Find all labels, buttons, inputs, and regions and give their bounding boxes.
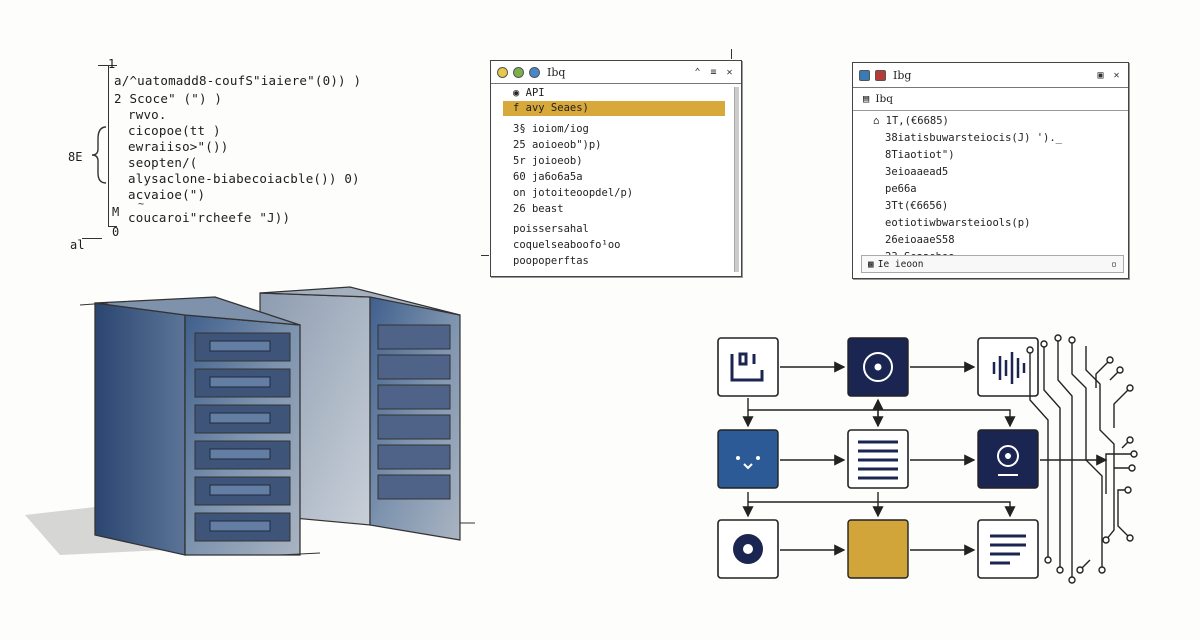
face-icon xyxy=(736,456,760,470)
sketch-line xyxy=(481,255,489,256)
flow-node-text[interactable] xyxy=(847,429,909,489)
window-restore-icon[interactable]: ▣ xyxy=(1097,69,1104,81)
log-line[interactable]: pe66a xyxy=(885,183,917,195)
selected-row-highlight[interactable] xyxy=(503,101,725,116)
code-left-label: 8E xyxy=(68,150,83,164)
target-icon xyxy=(863,352,893,382)
code-line: alysaclone-biabecoiacble()) 0) xyxy=(128,171,360,186)
flow-node-camera[interactable] xyxy=(977,429,1039,489)
list-item-selected[interactable]: f avy Seaes) xyxy=(513,102,589,114)
code-line: ~ xyxy=(138,199,145,210)
window-title: Ibq xyxy=(547,65,566,79)
api-icon: ◉ xyxy=(513,87,520,99)
camera-icon xyxy=(997,445,1019,476)
log-line[interactable]: ⌂ 1T,(€6685) xyxy=(873,115,949,127)
code-line: coucaroi"rcheefe "J)) xyxy=(128,210,291,225)
flow-node-image[interactable] xyxy=(717,337,779,397)
code-line: 2 Scoce" (") ) xyxy=(114,91,223,106)
list-item[interactable]: 60 ja6o6a5a xyxy=(513,171,583,183)
curly-brace-icon xyxy=(91,126,107,184)
sketch-line xyxy=(731,49,732,59)
code-line: cicopoe(tt ) xyxy=(128,123,221,138)
document-lines-icon xyxy=(990,534,1026,565)
window-titlebar[interactable]: Ibq ⌃ ≡ ✕ xyxy=(491,61,741,84)
flow-node-gold[interactable] xyxy=(847,519,909,579)
audio-wave-icon xyxy=(992,352,1026,384)
app-logo-icon xyxy=(859,69,870,81)
log-line[interactable]: 3eioaaead5 xyxy=(885,166,949,178)
window-close-icon[interactable]: ✕ xyxy=(1113,69,1120,81)
list-item[interactable]: on jotoiteoopdel/p) xyxy=(513,187,634,199)
log-line[interactable]: eotiotiwbwarsteiools(p) xyxy=(885,217,1031,229)
log-line[interactable]: 3Tt(€6656) xyxy=(885,200,949,212)
lock-icon: ⌂ xyxy=(873,115,880,127)
list-item[interactable]: 26 beast xyxy=(513,203,564,215)
window-close-icon[interactable]: ✕ xyxy=(726,66,733,78)
code-top-tick xyxy=(98,65,110,66)
log-line[interactable]: 26eioaaeS58 xyxy=(885,234,955,246)
code-line: a/^uatomadd8-coufS"iaiere"(0)) ) xyxy=(114,73,362,88)
window-titlebar[interactable]: Ibg ▣ ✕ xyxy=(853,63,1128,88)
image-icon xyxy=(730,352,764,382)
flow-node-target[interactable] xyxy=(847,337,909,397)
window-up-icon[interactable]: ⌃ xyxy=(694,66,701,78)
list-item[interactable]: poopoperftas xyxy=(513,255,589,267)
window-dot-blue-icon[interactable] xyxy=(529,66,540,78)
vertical-scrollbar[interactable] xyxy=(734,87,739,272)
text-lines-icon xyxy=(858,440,898,480)
code-underline xyxy=(82,238,102,239)
circuit-traces-illustration xyxy=(1026,334,1138,584)
code-line: seopten/( xyxy=(128,155,198,170)
code-left-marker: M xyxy=(112,205,120,219)
log-window-left[interactable]: Ibq ⌃ ≡ ✕ ◉ API f avy Seaes) 3§ ioiom/io… xyxy=(481,49,742,277)
code-bottom-mark: 0 xyxy=(112,225,120,239)
flow-connectors xyxy=(742,361,1108,556)
log-window-right[interactable]: Ibg ▣ ✕ ▤ Ibq ⌂ 1T,(€6685) 38iatisbuwars… xyxy=(852,62,1129,279)
list-item-api[interactable]: ◉ API xyxy=(513,87,545,99)
list-item[interactable]: coquelseaboofo¹oo xyxy=(513,239,621,251)
window-dot-yellow-icon[interactable] xyxy=(497,66,508,78)
list-item[interactable]: 3§ ioiom/iog xyxy=(513,123,589,135)
code-line: ewraiiso>"()) xyxy=(128,139,229,154)
log-line[interactable]: 38iatisbuwarsteiocis(J) ')._ xyxy=(885,132,1063,144)
window-subheader: ▤ Ibq xyxy=(853,88,1128,111)
app-badge-icon xyxy=(875,69,886,81)
list-item[interactable]: 5r joioeob) xyxy=(513,155,583,167)
status-icon: ▩ xyxy=(868,258,874,270)
server-rack-front xyxy=(94,296,301,556)
window-title: Ibg xyxy=(893,68,912,82)
log-line[interactable]: 8Tiaotiot") xyxy=(885,149,955,161)
window-menu-icon[interactable]: ≡ xyxy=(710,66,717,78)
code-sketch: 1 0 8E al M a/^uatomadd8-coufS"iaiere"(0… xyxy=(60,55,460,255)
list-item[interactable]: 25 aoioeob")p) xyxy=(513,139,602,151)
flow-node-audio[interactable] xyxy=(977,337,1039,397)
code-bottom-left-label: al xyxy=(70,238,85,252)
list-item-label: API xyxy=(525,87,545,99)
window-dot-green-icon[interactable] xyxy=(513,66,524,78)
flow-node-document[interactable] xyxy=(977,519,1039,579)
code-bracket xyxy=(108,65,117,227)
status-expand-icon[interactable]: ▫ xyxy=(1111,258,1117,270)
code-line: acvaioe(") xyxy=(128,187,206,202)
circuit-nodes xyxy=(1026,334,1138,584)
server-racks-illustration xyxy=(25,286,475,556)
flow-diagram xyxy=(717,337,1108,579)
log-line-text: 1T,(€6685) xyxy=(885,115,949,127)
code-line: rwvo. xyxy=(128,107,167,122)
status-text: Ie ieoon xyxy=(877,258,924,270)
code-top-mark: 1 xyxy=(108,57,116,71)
panel-icon: ▤ xyxy=(863,93,870,105)
status-bar[interactable]: ▩ Ie ieoon ▫ xyxy=(861,255,1124,273)
flow-node-record[interactable] xyxy=(717,519,779,579)
sub-title: Ibq xyxy=(875,93,893,105)
flow-node-face[interactable] xyxy=(717,429,779,489)
list-item[interactable]: poissersahal xyxy=(513,223,589,235)
